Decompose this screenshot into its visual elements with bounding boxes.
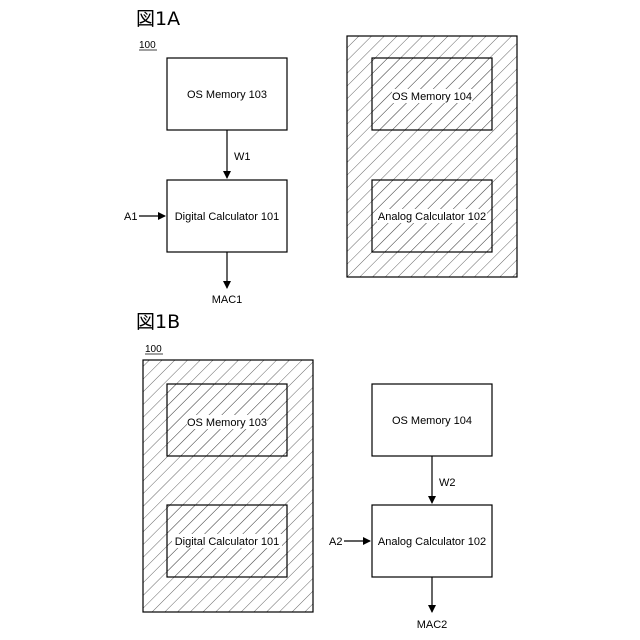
figure-1b-ref: 100	[145, 344, 162, 355]
w2-label: W2	[439, 477, 456, 489]
os-memory-104-label-b: OS Memory 104	[392, 415, 472, 427]
os-memory-104-label: OS Memory 104	[392, 91, 472, 103]
analog-calculator-102-label-b: Analog Calculator 102	[378, 536, 486, 548]
figure-1b: 図1B 100 OS Memory 103 Digital Calculator…	[136, 311, 492, 631]
os-memory-103-label: OS Memory 103	[187, 89, 267, 101]
figure-1a: 図1A 100 OS Memory 103 W1 Digital Calcula…	[124, 8, 517, 306]
figure-1b-title: 図1B	[136, 311, 180, 333]
digital-calculator-101-label: Digital Calculator 101	[175, 211, 280, 223]
a1-label: A1	[124, 211, 137, 223]
os-memory-103-label-b: OS Memory 103	[187, 417, 267, 429]
analog-calculator-102-label: Analog Calculator 102	[378, 211, 486, 223]
digital-calculator-101-label-b: Digital Calculator 101	[175, 536, 280, 548]
mac1-label: MAC1	[212, 294, 243, 306]
mac2-label: MAC2	[417, 619, 448, 631]
figure-1a-title: 図1A	[136, 8, 180, 30]
w1-label: W1	[234, 151, 251, 163]
a2-label: A2	[329, 536, 342, 548]
figure-1a-ref: 100	[139, 40, 156, 51]
